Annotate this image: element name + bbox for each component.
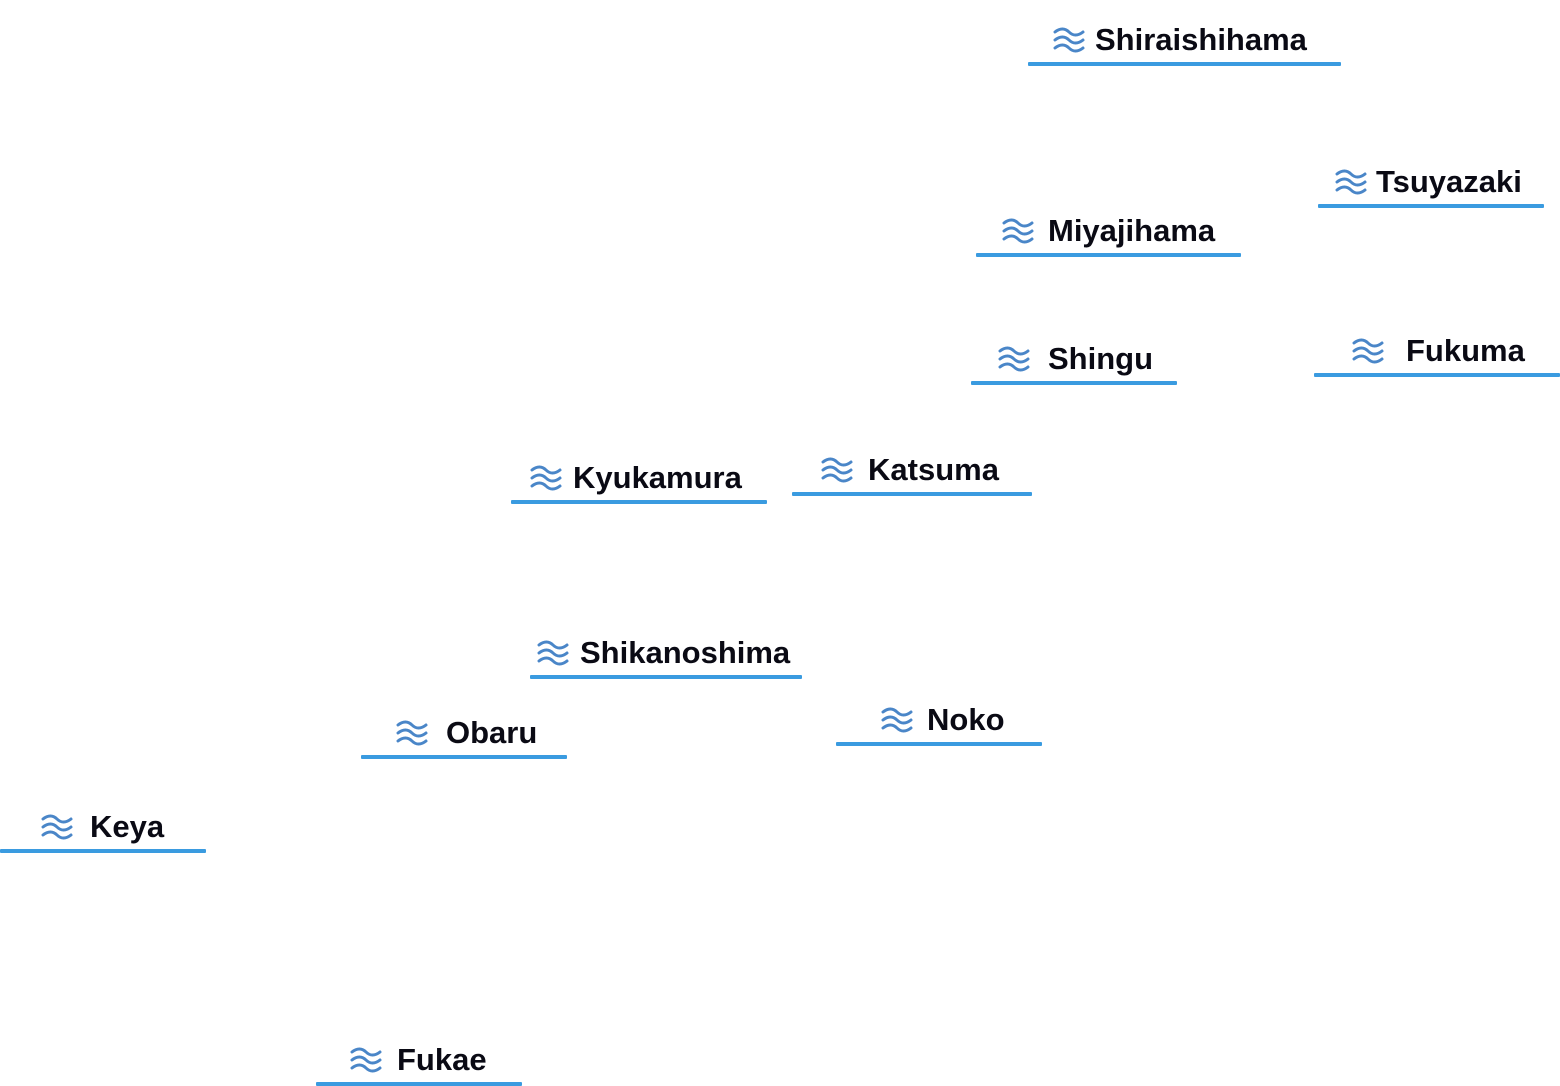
water-waves-icon (1334, 167, 1368, 197)
place-underline (316, 1082, 522, 1086)
place-underline (971, 381, 1177, 385)
place-marker-fukuma[interactable]: Fukuma (1314, 333, 1560, 377)
water-waves-icon (1351, 336, 1385, 366)
place-underline (836, 742, 1042, 746)
place-marker-tsuyazaki[interactable]: Tsuyazaki (1318, 164, 1544, 208)
water-waves-icon (880, 705, 914, 735)
water-waves-icon (997, 344, 1031, 374)
place-marker-katsuma[interactable]: Katsuma (792, 452, 1032, 496)
place-marker-fukae[interactable]: Fukae (316, 1042, 522, 1086)
place-name: Kyukamura (573, 460, 742, 495)
place-name: Obaru (446, 715, 538, 750)
place-marker-shikanoshima[interactable]: Shikanoshima (530, 635, 802, 679)
place-underline (1314, 373, 1560, 377)
place-marker-shingu[interactable]: Shingu (971, 341, 1177, 385)
place-name: Fukae (397, 1042, 487, 1077)
place-underline (976, 253, 1241, 257)
place-underline (0, 849, 206, 853)
place-underline (1318, 204, 1544, 208)
place-marker-keya[interactable]: Keya (0, 809, 206, 853)
place-name: Noko (927, 702, 1005, 737)
water-waves-icon (40, 812, 74, 842)
water-waves-icon (1001, 216, 1035, 246)
place-underline (511, 500, 767, 504)
water-waves-icon (529, 463, 563, 493)
place-marker-noko[interactable]: Noko (836, 702, 1042, 746)
place-underline (530, 675, 802, 679)
place-marker-miyajihama[interactable]: Miyajihama (976, 213, 1241, 257)
place-underline (361, 755, 567, 759)
place-name: Miyajihama (1048, 213, 1216, 248)
water-waves-icon (349, 1045, 383, 1075)
place-marker-shiraishihama[interactable]: Shiraishihama (1028, 22, 1341, 66)
water-waves-icon (820, 455, 854, 485)
place-marker-kyukamura[interactable]: Kyukamura (511, 460, 767, 504)
place-name: Fukuma (1406, 333, 1525, 368)
place-name: Keya (90, 809, 165, 844)
water-waves-icon (536, 638, 570, 668)
place-name: Tsuyazaki (1376, 164, 1522, 199)
place-name: Shikanoshima (580, 635, 791, 670)
place-underline (792, 492, 1032, 496)
place-name: Katsuma (868, 452, 999, 487)
place-name: Shingu (1048, 341, 1154, 376)
place-marker-obaru[interactable]: Obaru (361, 715, 567, 759)
place-name: Shiraishihama (1095, 22, 1307, 57)
water-waves-icon (395, 718, 429, 748)
place-underline (1028, 62, 1341, 66)
water-waves-icon (1052, 25, 1086, 55)
